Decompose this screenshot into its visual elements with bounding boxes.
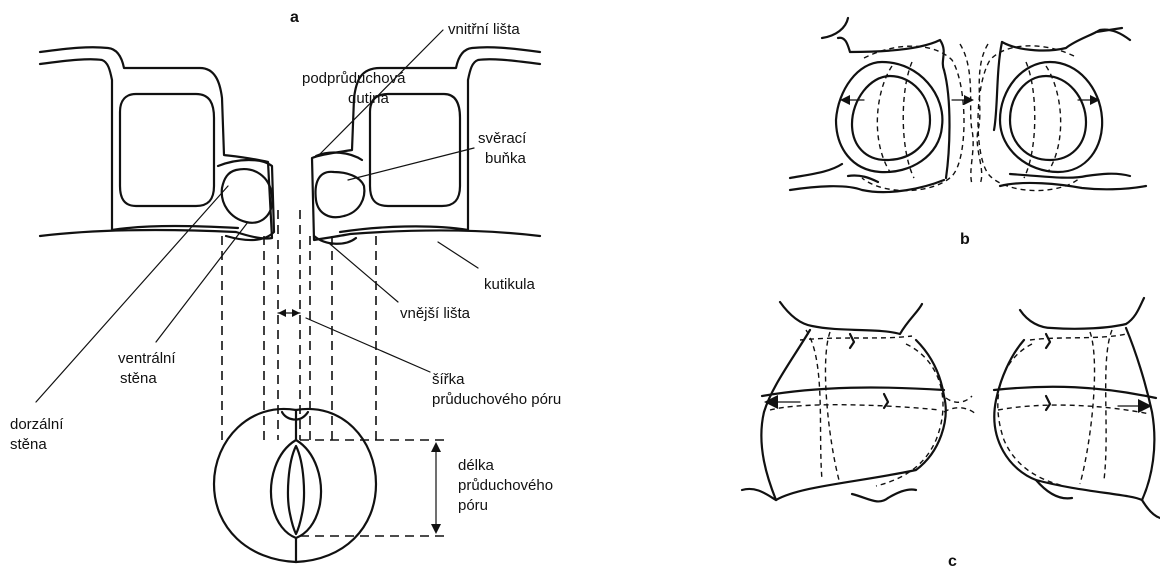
c-left-dashed-2 [770,336,940,410]
c-right-top-wall [1020,298,1144,329]
c-tick-4 [1046,396,1050,410]
b-right-wall-top [1002,28,1130,50]
label-delka-poru: póru [458,497,488,514]
c-right-mid-line [994,387,1156,398]
pore-width-arrowhead-left [278,309,286,317]
c-right-dashed-2 [998,334,1150,414]
stoma-surface-view [214,409,376,562]
b-left-guard-inner [852,76,930,160]
label-ventralni-stena: stěna [120,370,157,387]
c-tick-3 [1046,334,1050,348]
right-guard-cell [316,172,365,217]
length-arrowhead-top [431,442,441,452]
b-arrowhead-2 [964,95,974,105]
label-ventralni: ventrální [118,350,176,367]
leader-sirka [306,318,430,372]
label-vnitrni-lista: vnitřní lišta [448,21,520,38]
label-sirka-poru: průduchového póru [432,391,561,408]
label-dutina: dutina [348,90,390,107]
c-left-top-wall [780,302,922,334]
b-right-guard-inner [1010,76,1086,160]
c-right-cell [994,328,1154,500]
pore-width-arrowhead-right [292,309,300,317]
c-left-bottom-wall [742,489,916,501]
left-epidermal-cell [120,94,214,206]
leader-ventralni-stena [156,222,248,342]
b-mid-line [944,42,1002,178]
label-bunka: buňka [485,150,527,167]
label-dorzalni-stena: stěna [10,436,47,453]
stoma-outer-right [296,409,376,562]
b-right-wall-bottom [1000,174,1146,190]
label-sirka: šířka [432,371,465,388]
leader-sveraci-bunka [348,148,474,180]
panel-label-a: a [290,9,299,26]
b-mid-dashed-1 [960,44,973,184]
label-podpruduchova: podprůduchová [302,70,406,87]
left-epidermis-outer [40,47,272,238]
left-epidermis-inner [40,59,238,230]
c-left-dashed-3 [876,344,943,486]
panel-label-c: c [948,553,957,570]
c-left-mid-line [762,388,944,396]
label-dorzalni: dorzální [10,416,64,433]
label-delka-pruduchoveho: průduchového [458,477,553,494]
panel-a-cross-section: a vnitřní lišta podprůduchová dutina svě… [10,9,561,562]
c-tick-1 [850,334,854,348]
label-kutikula: kutikula [484,276,536,293]
leader-vnejsi-lista [330,244,398,302]
c-mid-dashed [944,396,976,414]
stoma-top-notch [282,410,308,440]
b-left-wall-bottom [790,164,944,192]
c-left-dashed-1 [806,330,840,484]
panel-c-guard-shape: c [742,298,1160,570]
panel-b-stoma-movement: b [790,18,1146,248]
label-vnejsi-lista: vnější lišta [400,305,471,322]
c-left-cell [761,330,945,500]
stoma-outer-left [214,409,296,562]
left-guard-cell [222,169,272,223]
right-epidermal-cell [370,94,460,206]
stoma-pore [288,446,304,534]
panel-label-b: b [960,231,970,248]
leader-kutikula [438,242,478,268]
label-sveraci: svěrací [478,130,527,147]
label-delka: délka [458,457,495,474]
length-arrowhead-bottom [431,524,441,534]
